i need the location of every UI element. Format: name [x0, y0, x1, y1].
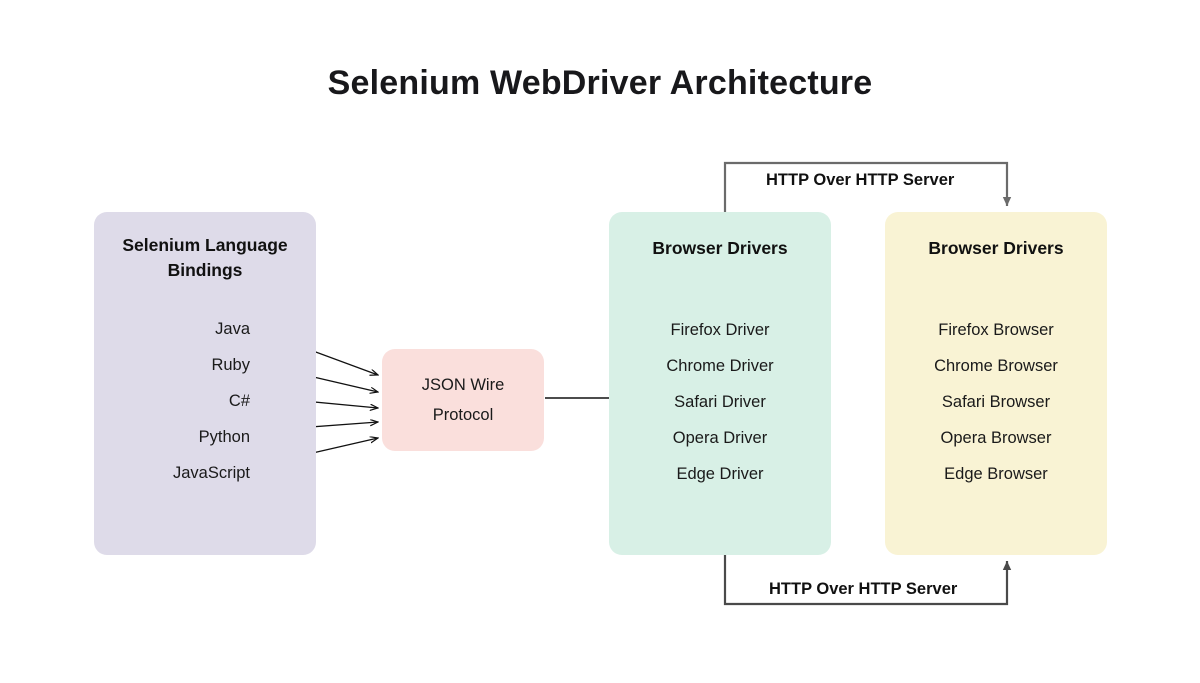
panel-drivers-title: Browser Drivers: [652, 238, 788, 258]
list-item-edge-driver: Edge Driver: [676, 465, 764, 483]
list-item-edge-browser: Edge Browser: [944, 465, 1048, 483]
list-item-firefox-driver: Firefox Driver: [670, 321, 770, 339]
list-item-safari-driver: Safari Driver: [674, 393, 766, 411]
protocol-label: JSON Wire Protocol: [422, 370, 505, 430]
connector-label-http-bottom: HTTP Over HTTP Server: [760, 578, 967, 600]
list-item-chrome-browser: Chrome Browser: [934, 357, 1058, 375]
drivers-list: Firefox Driver Chrome Driver Safari Driv…: [609, 312, 831, 492]
list-item-ruby: Ruby: [211, 356, 250, 374]
list-item-java: Java: [215, 320, 250, 338]
page-title: Selenium WebDriver Architecture: [327, 64, 873, 102]
list-item-python: Python: [198, 428, 250, 446]
panel-bindings-title: Selenium Language Bindings: [122, 235, 288, 280]
browsers-list: Firefox Browser Chrome Browser Safari Br…: [885, 312, 1107, 492]
panel-browsers: Browser Drivers Firefox Browser Chrome B…: [885, 212, 1107, 555]
list-item-firefox-browser: Firefox Browser: [938, 321, 1054, 339]
list-item-safari-browser: Safari Browser: [941, 393, 1051, 411]
panel-browsers-title: Browser Drivers: [928, 238, 1064, 258]
panel-browser-drivers: Browser Drivers Firefox Driver Chrome Dr…: [609, 212, 831, 555]
connector-label-http-top: HTTP Over HTTP Server: [757, 169, 964, 191]
list-item-javascript: JavaScript: [172, 464, 250, 482]
panel-selenium-language-bindings: Selenium Language Bindings Java Ruby C# …: [94, 212, 316, 555]
list-item-opera-driver: Opera Driver: [672, 429, 768, 447]
panel-json-wire-protocol: JSON Wire Protocol: [382, 349, 544, 451]
list-item-chrome-driver: Chrome Driver: [666, 357, 774, 375]
list-item-opera-browser: Opera Browser: [940, 429, 1052, 447]
protocol-label-line1: JSON Wire: [421, 376, 505, 394]
bindings-list: Java Ruby C# Python JavaScript: [94, 311, 316, 491]
protocol-label-line2: Protocol: [432, 406, 494, 424]
list-item-csharp: C#: [228, 392, 250, 410]
